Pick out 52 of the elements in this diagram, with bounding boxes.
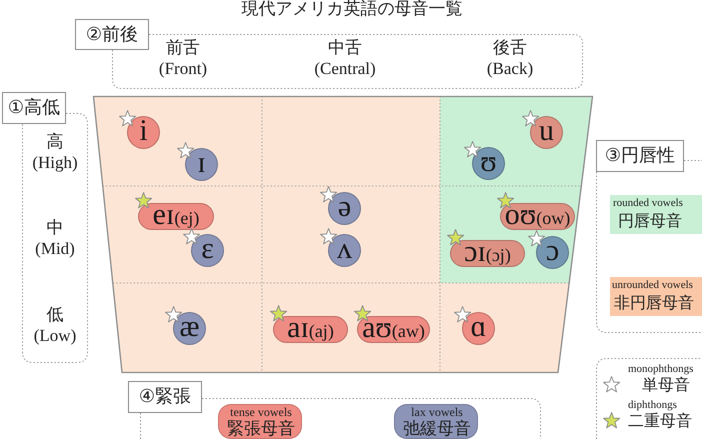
category-panel — [2, 92, 88, 363]
vowel-symbol: ɛ — [201, 238, 214, 260]
section-header: ②前後 — [75, 19, 149, 50]
vowel-symbol: u — [539, 120, 554, 142]
unrounded-vowel-swatch — [610, 277, 702, 316]
vowel-symbol: ɔ — [546, 240, 560, 262]
axis-label: 高 (High) — [32, 131, 78, 173]
english-caption: unrounded vowels — [612, 279, 693, 291]
legend-panel — [596, 358, 702, 439]
section-header: ①高低 — [2, 92, 66, 124]
glide-transcription: (ɔj) — [486, 244, 511, 266]
japanese-label: 緊張母音 — [227, 419, 295, 439]
category-panel — [596, 140, 702, 333]
japanese-label: 二重母音 — [628, 411, 692, 431]
lax-vowel-pill — [394, 404, 478, 439]
japanese-label: 弛緩母音 — [403, 419, 471, 439]
vowel-symbol: eɪ — [152, 204, 174, 226]
section-header: ③円唇性 — [596, 140, 684, 172]
vowel-symbol: ə — [338, 196, 352, 218]
category-panel — [75, 19, 583, 89]
vowel-symbol: æ — [179, 316, 200, 338]
section-header: ④緊張 — [128, 381, 202, 413]
vowel-symbol: ɔɪ — [464, 241, 486, 263]
glide-transcription: (aw) — [392, 320, 425, 342]
vowel-symbol: ɑ — [470, 316, 486, 338]
rounded-vowel-swatch — [610, 195, 702, 234]
axis-label: 中舌 (Central) — [314, 37, 376, 79]
english-caption: tense vowels — [230, 406, 292, 419]
vowel-symbol: oʊ — [504, 204, 536, 226]
japanese-label: 非円唇母音 — [614, 293, 694, 313]
tense-vowel-pill — [218, 404, 302, 439]
glide-transcription: (aj) — [308, 320, 334, 342]
axis-label: 中 (Mid) — [35, 217, 75, 259]
vowel-symbol: aʊ — [362, 317, 392, 339]
english-caption: lax vowels — [411, 406, 463, 419]
vowel-symbol: i — [139, 120, 148, 142]
axis-label: 低 (Low) — [34, 304, 76, 346]
axis-label: 前舌 (Front) — [158, 37, 208, 79]
vowel-symbol: ʊ — [480, 151, 497, 173]
axis-label: 後舌 (Back) — [486, 37, 534, 79]
vowel-symbol: ɪ — [197, 152, 206, 174]
vowel-symbol: ʌ — [337, 238, 352, 260]
japanese-label: 単母音 — [642, 375, 690, 395]
english-caption: rounded vowels — [613, 197, 683, 209]
glide-transcription: (ej) — [174, 207, 200, 229]
japanese-label: 円唇母音 — [618, 211, 682, 231]
english-caption: monophthongs — [628, 363, 694, 375]
english-caption: diphthongs — [628, 399, 677, 411]
category-panel — [128, 381, 543, 439]
vowel-symbol: aɪ — [287, 317, 309, 339]
glide-transcription: (ow) — [536, 207, 570, 229]
vowel-trapezoid — [93, 96, 593, 373]
